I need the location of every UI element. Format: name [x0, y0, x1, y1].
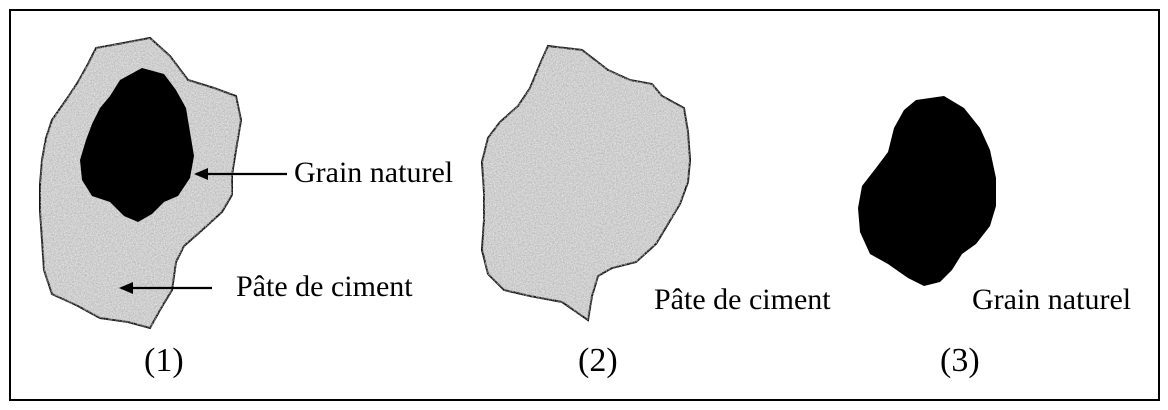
panel-1-particle: [40, 38, 241, 328]
panel-1-grain-label: Grain naturel: [294, 158, 453, 188]
panel-3-natural-grain-shape: [858, 96, 996, 286]
panel-2-particle: [482, 46, 690, 320]
panel-2-paste-label: Pâte de ciment: [654, 285, 831, 315]
panel-1-paste-label: Pâte de ciment: [236, 272, 413, 302]
panel-2-number: (2): [578, 344, 618, 378]
panel-3-grain-label: Grain naturel: [972, 285, 1131, 315]
panel-3-number: (3): [940, 344, 980, 378]
panel-1-number: (1): [144, 344, 184, 378]
